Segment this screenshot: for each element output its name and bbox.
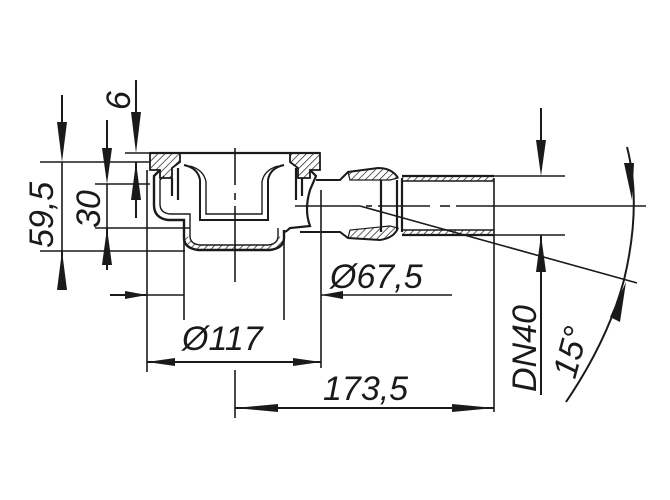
drain-body (149, 151, 321, 252)
label-outlet-diameter: Ø67,5 (329, 258, 423, 296)
extension-lines (40, 148, 646, 418)
dim-dn40 (536, 108, 546, 395)
label-pipe-nominal: DN40 (506, 305, 544, 392)
label-flange-thickness: 6 (100, 91, 138, 110)
dim-15-deg (565, 146, 635, 403)
label-outlet-length: 173,5 (323, 370, 408, 408)
dim-173-5 (235, 404, 494, 412)
dim-59-5 (57, 95, 67, 290)
label-overall-height: 59,5 (23, 182, 61, 248)
label-pipe-angle: 15° (546, 323, 596, 383)
dim-117 (147, 358, 321, 366)
label-body-diameter: Ø117 (181, 320, 264, 358)
dim-6 (131, 80, 141, 218)
dim-67-5 (110, 291, 343, 299)
dim-30 (102, 120, 112, 270)
label-body-height: 30 (70, 190, 108, 228)
outlet-pipe (300, 166, 494, 296)
